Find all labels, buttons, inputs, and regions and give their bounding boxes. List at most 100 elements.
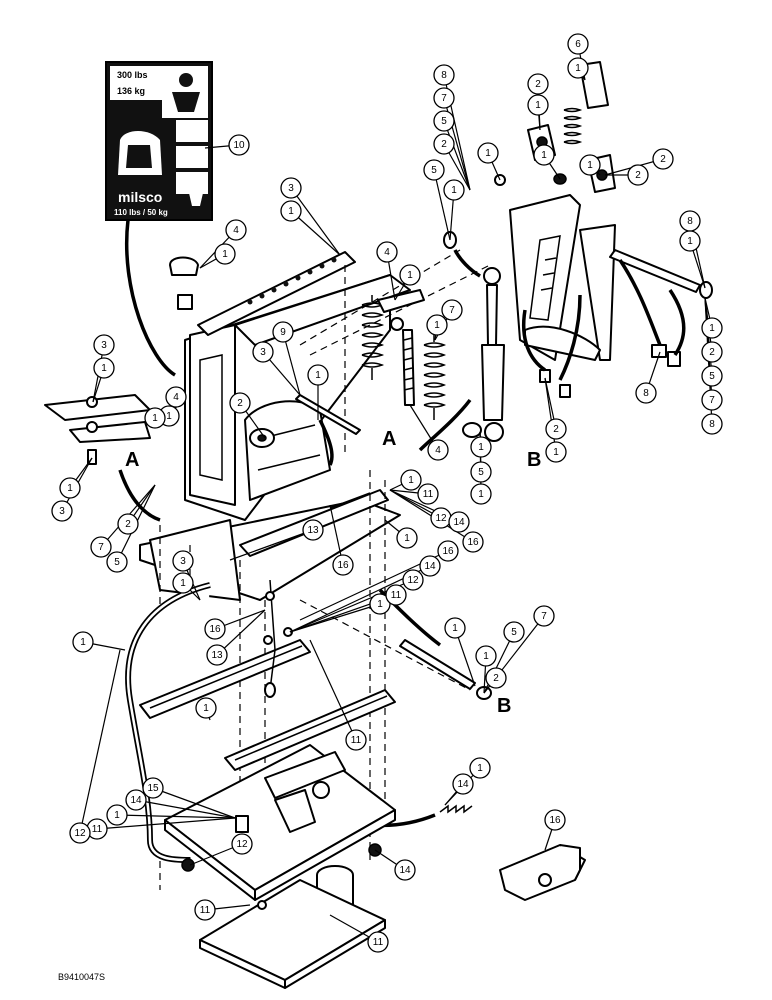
callout-leader (229, 529, 314, 561)
callout-bubble: 3 (172, 550, 194, 572)
callout-bubble: 11 (385, 584, 407, 606)
callout-number: 7 (541, 611, 547, 622)
callout-bubble: 1 (443, 179, 465, 201)
callout-bubble: 3 (252, 341, 274, 363)
arrow-a-right (418, 398, 472, 452)
callout-number: 4 (233, 225, 239, 236)
callout-bubble: 4 (165, 386, 187, 408)
arrow-block-right1 (618, 259, 662, 346)
callout-bubble: 5 (503, 621, 525, 643)
callout-bubble: 8 (701, 413, 723, 435)
callout-bubble: 6 (567, 33, 589, 55)
callout-number: 3 (59, 506, 65, 517)
callout-bubble: 1 (399, 264, 421, 286)
callout-bubble: 1 (400, 469, 422, 491)
arrow-block-right2 (668, 289, 686, 356)
callout-number: 11 (92, 824, 103, 835)
callout-bubble: 1 (280, 200, 302, 222)
callout-number: 4 (384, 247, 390, 258)
callout-bubble: 2 (627, 164, 649, 186)
callout-number: 1 (434, 320, 440, 331)
callout-number: 5 (709, 371, 715, 382)
callout-number: 3 (288, 183, 294, 194)
callout-number: 12 (435, 513, 447, 524)
callout-bubble: 7 (90, 536, 112, 558)
callout-number: 11 (200, 905, 211, 916)
callout-bubble: 1 (579, 154, 601, 176)
callout-bubble: 4 (427, 439, 449, 461)
slide-rails (139, 579, 492, 771)
callout-bubble: 2 (433, 133, 455, 155)
callout-number: 16 (337, 560, 349, 571)
callout-bubble: 1 (72, 631, 94, 653)
decal-max-lbs: 300 lbs (117, 70, 148, 80)
callout-number: 7 (98, 542, 104, 553)
callout-number: 1 (452, 623, 458, 634)
bracket-12 (499, 844, 586, 901)
label-a-right: A (382, 428, 396, 450)
callout-number: 14 (453, 517, 465, 528)
callout-number: 1 (451, 185, 457, 196)
callout-leader (309, 639, 357, 741)
callout-number: 2 (441, 139, 447, 150)
callout-number: 1 (404, 533, 410, 544)
callout-number: 14 (424, 561, 436, 572)
callout-number: 12 (407, 575, 419, 586)
callout-bubble: 2 (527, 73, 549, 95)
callout-bubble: 11 (367, 931, 389, 953)
callout-number: 1 (315, 370, 321, 381)
callout-number: 16 (209, 624, 221, 635)
callout-bubble: 8 (433, 64, 455, 86)
callout-bubble: 11 (345, 729, 367, 751)
callout-number: 1 (180, 578, 186, 589)
callout-bubble: 1 (172, 572, 194, 594)
callout-number: 1 (222, 249, 228, 260)
bumper-pads (44, 394, 151, 465)
callout-number: 11 (423, 489, 434, 500)
callout-number: 1 (553, 447, 559, 458)
callout-number: 1 (203, 703, 209, 714)
arrow-rod-9 (318, 419, 334, 466)
decal-max-kg: 136 kg (117, 86, 145, 96)
decal-min-weight: 110 lbs / 50 kg (114, 208, 168, 217)
callout-bubble: 8 (679, 210, 701, 232)
callout-bubble: 2 (652, 148, 674, 170)
callout-number: 1 (152, 413, 158, 424)
callout-bubble: 7 (433, 87, 455, 109)
callout-leader (135, 799, 236, 819)
callout-bubble: 1 (477, 142, 499, 164)
callout-number: 8 (441, 70, 447, 81)
callout-number: 2 (635, 170, 641, 181)
callout-number: 4 (435, 445, 441, 456)
callout-number: 12 (236, 839, 248, 850)
callout-number: 6 (575, 39, 581, 50)
callout-bubble: 1 (59, 477, 81, 499)
callout-number: 5 (114, 557, 120, 568)
callout-number: 1 (483, 651, 489, 662)
callout-leader (152, 787, 236, 819)
callout-bubble: 8 (635, 382, 657, 404)
callout-number: 1 (377, 599, 383, 610)
callout-bubble: 1 (426, 314, 448, 336)
callout-number: 9 (280, 327, 286, 338)
callout-bubble: 1 (144, 407, 166, 429)
callout-number: 3 (180, 556, 186, 567)
callout-number: 12 (74, 828, 86, 839)
callout-leader (79, 649, 121, 834)
callout-bubble: 2 (117, 513, 139, 535)
callout-bubble: 16 (544, 809, 566, 831)
callout-leader (290, 210, 341, 256)
callout-bubble: 16 (462, 531, 484, 553)
callout-number: 2 (553, 424, 559, 435)
callout-bubble: 2 (545, 418, 567, 440)
callout-bubble: 9 (272, 321, 294, 343)
label-b-upper: B (527, 449, 541, 471)
callout-bubble: 1 (469, 757, 491, 779)
callout-number: 1 (478, 489, 484, 500)
callout-number: 1 (478, 442, 484, 453)
callout-leader (216, 609, 266, 656)
callout-number: 8 (709, 419, 715, 430)
seat-adjust-icon (118, 131, 162, 175)
